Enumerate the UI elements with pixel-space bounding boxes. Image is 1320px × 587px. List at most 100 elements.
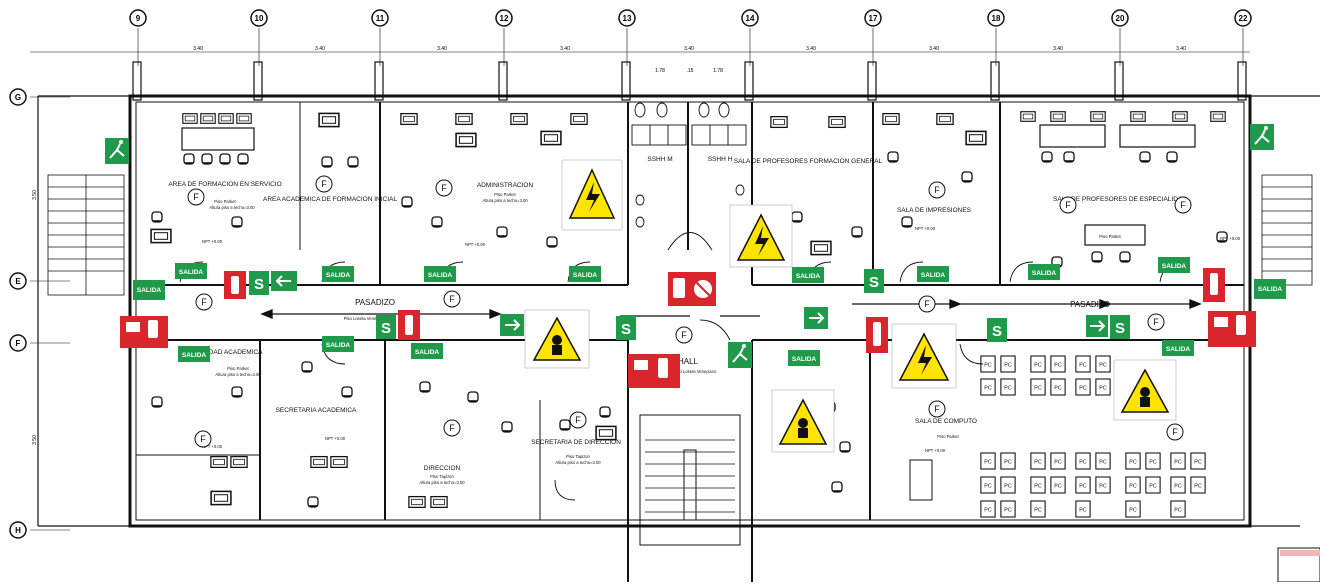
svg-text:SALIDA: SALIDA [428, 272, 453, 279]
safety-s-sign: S [376, 315, 396, 339]
room-label-sshh-h: SSHH H [708, 156, 733, 163]
svg-text:F: F [193, 192, 199, 202]
room-label-secretaria-academica: SECRETARIA ACADEMICA [276, 407, 357, 414]
svg-text:F: F [681, 330, 687, 340]
top-dimensions: 3.40 3.40 3.40 3.40 3.40 3.40 3.40 3.40 … [32, 46, 1186, 445]
room-label-sshh-m: SSHH M [647, 156, 672, 163]
salida-sign: SALIDA [322, 266, 354, 282]
svg-text:1.78: 1.78 [713, 68, 723, 74]
svg-text:SALIDA: SALIDA [792, 356, 817, 363]
staircase-right [1261, 174, 1313, 286]
svg-text:Piso Loseta Veneciano: Piso Loseta Veneciano [344, 316, 387, 321]
svg-text:3.40: 3.40 [1053, 46, 1063, 52]
fire-extinguisher-icon [866, 317, 888, 353]
salida-sign: SALIDA [1254, 279, 1286, 299]
svg-text:E: E [15, 277, 21, 286]
svg-text:22: 22 [1239, 14, 1248, 23]
svg-text:F: F [201, 297, 207, 307]
svg-text:S: S [254, 276, 264, 293]
svg-text:Altura piso a techo=3.00: Altura piso a techo=3.00 [419, 480, 465, 485]
svg-text:18: 18 [992, 14, 1001, 23]
svg-text:F: F [575, 415, 581, 425]
svg-text:SALIDA: SALIDA [921, 272, 946, 279]
salida-sign: SALIDA [917, 266, 949, 282]
svg-text:Altura piso a techo=3.00: Altura piso a techo=3.00 [555, 460, 601, 465]
svg-text:F: F [441, 183, 447, 193]
svg-text:Piso Parket: Piso Parket [214, 199, 236, 204]
svg-text:SALIDA: SALIDA [326, 342, 351, 349]
column-markers: 9 10 11 12 13 14 17 18 20 22 [129, 9, 1252, 27]
computer-lab-pcs [909, 355, 1206, 518]
svg-text:3.40: 3.40 [684, 46, 694, 52]
room-label-secretaria-direccion: SECRETARIA DE DIRECCION [531, 439, 621, 446]
running-man-icon [105, 138, 129, 164]
f-marker: F [195, 293, 213, 311]
svg-text:SALIDA: SALIDA [326, 272, 351, 279]
floor-notes: Piso Parket Altura piso a techo=3.00 Pis… [202, 192, 1241, 485]
svg-text:Piso Tapizon: Piso Tapizon [566, 454, 590, 459]
axis-marker-E: E [9, 272, 27, 290]
svg-text:F: F [321, 179, 327, 189]
svg-text:Piso Parket: Piso Parket [1099, 234, 1121, 239]
arrow-right-icon [1086, 315, 1108, 337]
fire-signs [120, 268, 1256, 388]
svg-text:F: F [1172, 427, 1178, 437]
svg-text:Altura piso a techo=3.00: Altura piso a techo=3.00 [215, 372, 261, 377]
f-marker: F [443, 419, 461, 437]
extinguisher-markers: F F F F F F F F F F F F F F F F [187, 175, 1192, 448]
running-man-icon [728, 342, 752, 368]
axis-marker-12: 12 [495, 9, 513, 27]
axis-marker-20: 20 [1111, 9, 1129, 27]
svg-text:12: 12 [500, 14, 509, 23]
salida-sign: SALIDA [424, 266, 456, 282]
svg-text:3.40: 3.40 [929, 46, 939, 52]
room-label-direccion: DIRECCION [424, 465, 461, 472]
f-marker: F [569, 411, 587, 429]
svg-text:20: 20 [1116, 14, 1125, 23]
svg-text:10: 10 [255, 14, 264, 23]
high-voltage-warning-icon [729, 204, 793, 268]
grid-axes [30, 28, 1250, 531]
svg-text:Piso Parket: Piso Parket [937, 434, 959, 439]
svg-text:3.40: 3.40 [193, 46, 203, 52]
room-label-sala-computo: SALA DE COMPUTO [915, 418, 977, 425]
room-label-area-formacion: AREA DE FORMACION EN SERVICIO [168, 181, 281, 188]
svg-text:NPT +0.00: NPT +0.00 [325, 436, 346, 441]
svg-text:SALIDA: SALIDA [182, 352, 207, 359]
fire-extinguisher-icon [398, 310, 420, 340]
room-label-area-academica: AREA ACADEMICA DE FORMACION INICIAL [263, 196, 397, 203]
f-marker: F [1174, 196, 1192, 214]
svg-text:9: 9 [136, 14, 141, 23]
svg-text:S: S [992, 323, 1002, 340]
axis-marker-G: G [9, 88, 27, 106]
svg-text:SALIDA: SALIDA [179, 269, 204, 276]
svg-text:3.40: 3.40 [437, 46, 447, 52]
axis-marker-11: 11 [371, 9, 389, 27]
svg-text:SALIDA: SALIDA [1162, 263, 1187, 270]
svg-text:3.40: 3.40 [1176, 46, 1186, 52]
svg-text:3.40: 3.40 [315, 46, 325, 52]
room-label-administracion: ADMINISTRACION [477, 182, 534, 189]
arrow-right-icon [500, 314, 524, 336]
room-label-pasadizo-right: PASADIZO [1070, 300, 1110, 309]
f-marker: F [1166, 423, 1184, 441]
exit-signs: SALIDA SALIDA SALIDA SALIDA SALIDA SALID… [133, 257, 1286, 366]
svg-text:3.40: 3.40 [560, 46, 570, 52]
staircase-hall [645, 439, 735, 513]
axis-marker-17: 17 [864, 9, 882, 27]
safety-s-sign: S [616, 316, 636, 340]
salida-sign: SALIDA [569, 266, 601, 282]
svg-text:3.50: 3.50 [32, 435, 38, 445]
f-marker: F [315, 175, 333, 193]
svg-text:SALIDA: SALIDA [415, 349, 440, 356]
fire-alarm-icon [1208, 311, 1256, 347]
row-markers: G E F H [9, 88, 27, 539]
title-block-corner [1277, 547, 1320, 583]
room-labels: AREA DE FORMACION EN SERVICIO AREA ACADE… [168, 156, 1187, 472]
fire-alarm-icon [120, 316, 168, 348]
salida-sign: SALIDA [1028, 264, 1060, 280]
svg-text:Piso Parket: Piso Parket [227, 366, 249, 371]
axis-marker-18: 18 [987, 9, 1005, 27]
salida-sign: SALIDA [178, 346, 210, 362]
f-marker: F [194, 430, 212, 448]
